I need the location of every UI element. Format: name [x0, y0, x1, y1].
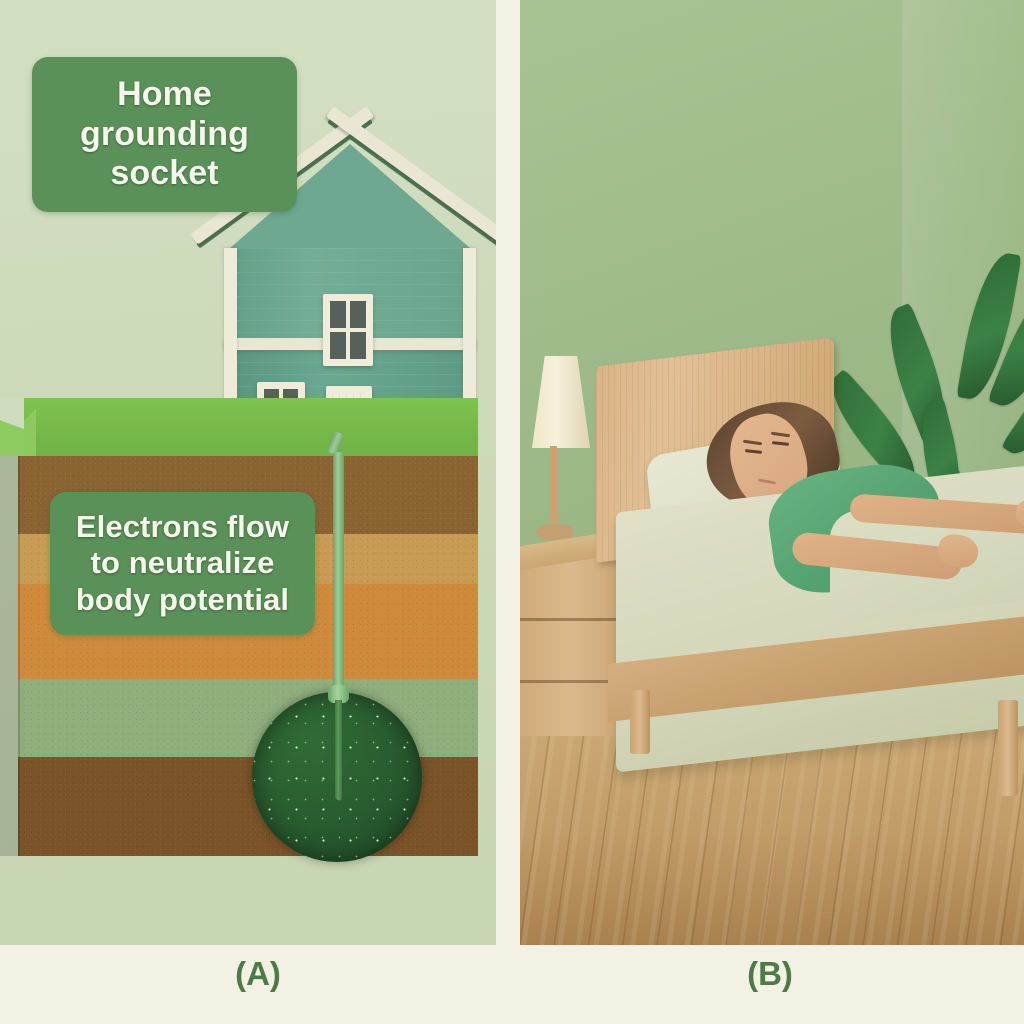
lamp-base [536, 524, 574, 540]
house-upper-wall [230, 248, 470, 338]
panel-caption-b: (B) [747, 955, 793, 992]
ground-rod-tip [335, 700, 342, 800]
ground-cable-stem [333, 452, 344, 692]
ground-rod-collar [328, 685, 349, 703]
grass-surface [0, 398, 478, 456]
nightstand-drawer-line [520, 618, 645, 621]
panel-a-home-grounding: Home grounding socket Electrons flow to … [0, 0, 496, 945]
house-window-upper [323, 294, 373, 366]
bed-leg-left [630, 690, 650, 754]
window-mullion-horizontal [330, 328, 366, 332]
panel-b-grounding-sheet: Conductive grounding sheet Direct skin c… [520, 0, 1024, 945]
soil-left-bevel [0, 456, 20, 856]
nightstand-drawer-line [520, 680, 645, 683]
label-electrons-flow: Electrons flow to neutralize body potent… [50, 492, 315, 635]
grass-left-bevel [0, 398, 24, 456]
lamp-neck [550, 446, 557, 532]
bed-leg-right [998, 700, 1018, 796]
label-home-grounding-socket: Home grounding socket [32, 57, 297, 212]
panel-caption-a: (A) [235, 955, 281, 992]
